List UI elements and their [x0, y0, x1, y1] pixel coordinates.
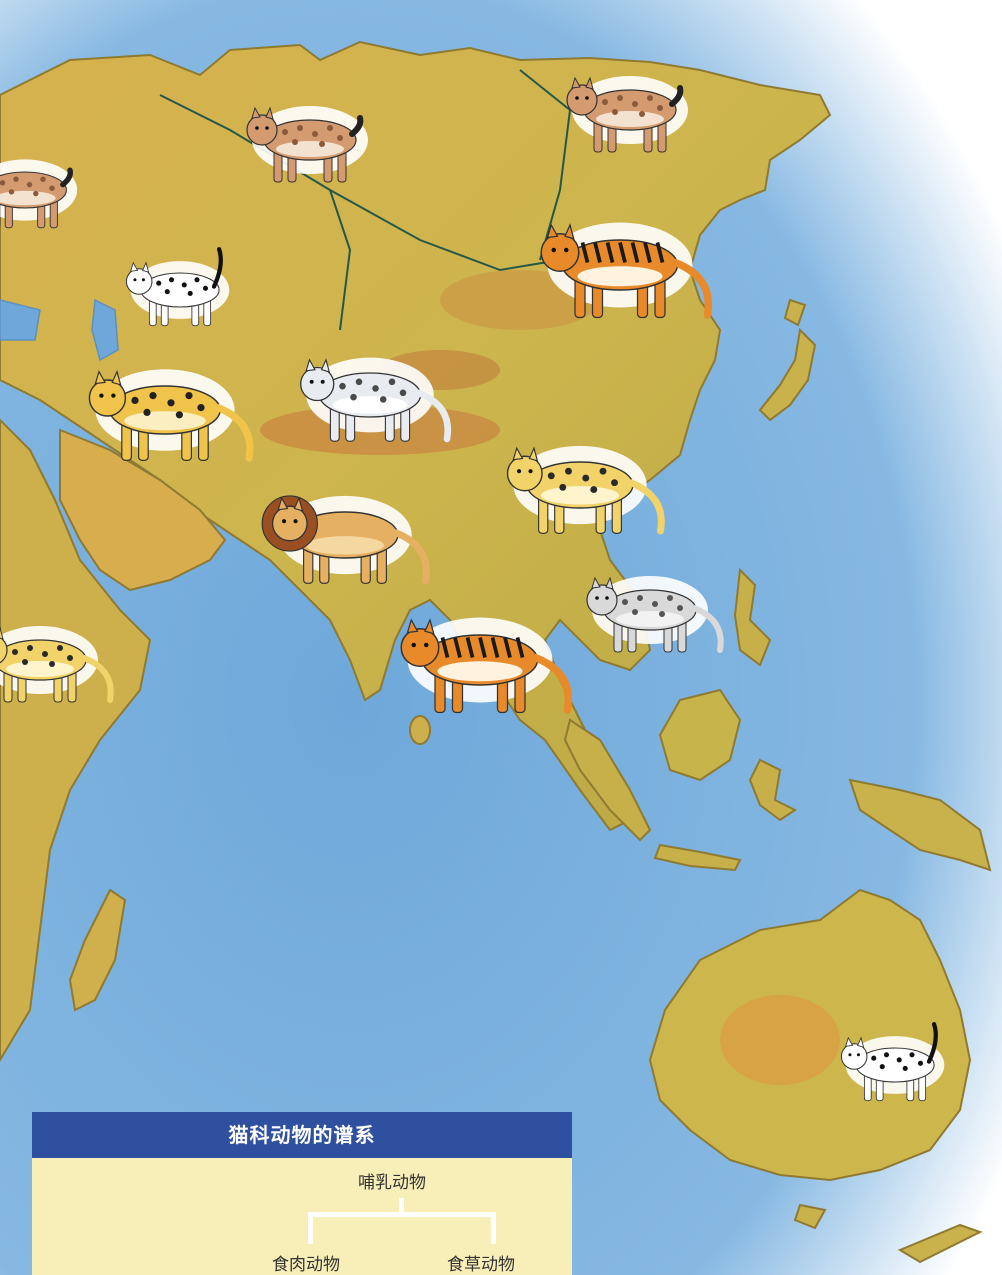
- border-line: [159, 94, 561, 272]
- border-line: [519, 69, 572, 261]
- caspian-sea: [91, 298, 119, 362]
- animal-markers: [0, 76, 945, 1102]
- leopard-icon: [506, 445, 665, 535]
- snow-leopard-icon: [300, 357, 452, 443]
- tree-child-herbivore: 食草动物: [447, 1255, 515, 1275]
- lynx-icon: [566, 76, 688, 153]
- cat-icon: [840, 1022, 945, 1102]
- lynx-icon: [246, 106, 368, 183]
- tree-child-carnivore: 食肉动物: [272, 1255, 340, 1275]
- japan: [758, 327, 817, 422]
- arabian-peninsula: [59, 428, 227, 592]
- tree-connector: [308, 1212, 496, 1217]
- java: [653, 843, 742, 872]
- border-line: [329, 189, 352, 331]
- tiger-icon: [400, 617, 573, 714]
- africa-landmass: [0, 418, 152, 1062]
- sumatra: [563, 718, 652, 842]
- leopard-icon: [0, 626, 114, 703]
- panel-title: 猫科动物的谱系: [228, 1123, 376, 1147]
- new-guinea: [848, 778, 992, 872]
- panel-header: 猫科动物的谱系: [32, 1112, 572, 1158]
- cat-icon: [125, 247, 230, 327]
- tasmania: [793, 1203, 827, 1230]
- sulawesi: [748, 758, 797, 822]
- lion-icon: [261, 495, 430, 585]
- tiger-icon: [540, 222, 713, 319]
- family-tree-panel: 猫科动物的谱系 哺乳动物 食肉动物 食草动物: [32, 1112, 572, 1275]
- sri-lanka: [409, 715, 431, 745]
- new-zealand: [897, 1223, 983, 1264]
- australia-desert: [720, 995, 840, 1085]
- japan-north: [783, 298, 807, 327]
- madagascar: [68, 888, 127, 1012]
- lynx-icon: [0, 159, 78, 229]
- tree-root-label: 哺乳动物: [358, 1173, 426, 1193]
- philippines: [733, 567, 772, 667]
- cheetah-icon: [88, 369, 254, 462]
- tree-connector: [399, 1198, 404, 1214]
- black-sea: [0, 299, 41, 341]
- clouded-leopard-icon: [586, 576, 724, 653]
- tree-connector: [308, 1212, 313, 1244]
- borneo: [658, 688, 742, 782]
- tree-connector: [491, 1212, 496, 1244]
